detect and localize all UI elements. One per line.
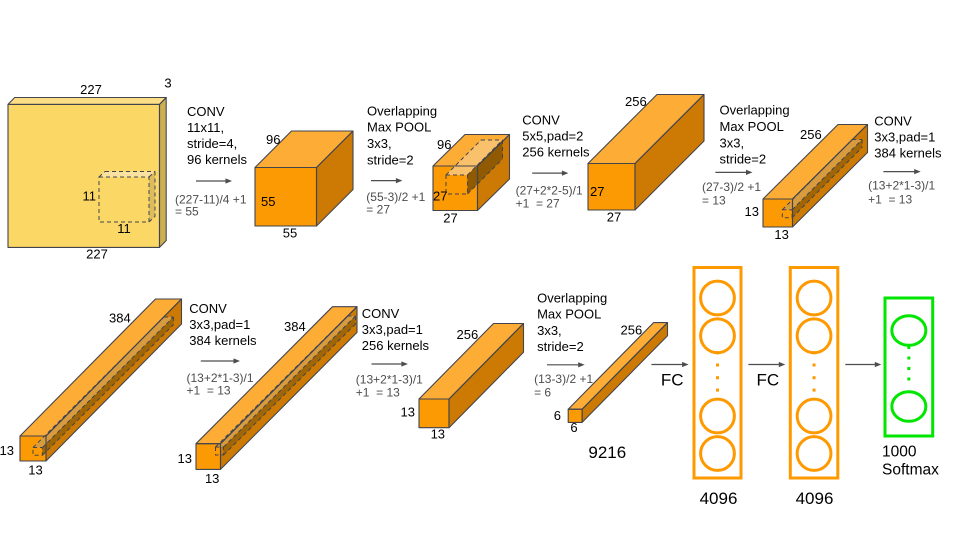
svg-text:27: 27 bbox=[433, 189, 447, 204]
svg-text:384 kernels: 384 kernels bbox=[874, 145, 942, 160]
svg-text:227: 227 bbox=[86, 247, 108, 262]
svg-text:55: 55 bbox=[283, 226, 297, 241]
svg-text:(227-11)/4 +1: (227-11)/4 +1 bbox=[175, 193, 247, 207]
svg-text:CONV: CONV bbox=[362, 306, 400, 321]
svg-text:(27-3)/2 +1: (27-3)/2 +1 bbox=[702, 180, 761, 194]
svg-text:= 6: = 6 bbox=[534, 386, 551, 400]
svg-text:6: 6 bbox=[570, 420, 577, 435]
svg-text:9216: 9216 bbox=[588, 443, 626, 462]
svg-text:stride=2: stride=2 bbox=[537, 339, 584, 354]
svg-text:(13-3)/2 +1: (13-3)/2 +1 bbox=[534, 372, 593, 386]
svg-text:= 55: = 55 bbox=[175, 205, 199, 219]
svg-text:(27+2*2-5)/1: (27+2*2-5)/1 bbox=[516, 183, 583, 197]
svg-text:13: 13 bbox=[0, 443, 14, 458]
svg-text:CONV: CONV bbox=[874, 113, 912, 128]
svg-text:256: 256 bbox=[800, 127, 822, 142]
svg-text:13: 13 bbox=[28, 462, 42, 477]
svg-text:256: 256 bbox=[457, 327, 479, 342]
svg-text:3x3,: 3x3, bbox=[720, 135, 745, 150]
svg-text:5x5,pad=2: 5x5,pad=2 bbox=[522, 128, 583, 143]
svg-text:1000: 1000 bbox=[882, 444, 917, 461]
svg-text:384 kernels: 384 kernels bbox=[189, 333, 257, 348]
svg-text:Max POOL: Max POOL bbox=[537, 307, 601, 322]
svg-text:3x3,pad=1: 3x3,pad=1 bbox=[362, 322, 423, 337]
svg-text:227: 227 bbox=[80, 82, 102, 97]
svg-text:256: 256 bbox=[625, 94, 647, 109]
svg-text:55: 55 bbox=[261, 194, 275, 209]
svg-text:256 kernels: 256 kernels bbox=[522, 144, 590, 159]
svg-text:96: 96 bbox=[266, 132, 280, 147]
svg-text:+1 = 27: +1 = 27 bbox=[516, 196, 560, 210]
svg-text:384: 384 bbox=[284, 319, 306, 334]
svg-text:4096: 4096 bbox=[700, 489, 738, 508]
svg-text:256 kernels: 256 kernels bbox=[362, 338, 430, 353]
svg-text:+1 = 13: +1 = 13 bbox=[187, 384, 231, 398]
svg-text:= 27: = 27 bbox=[366, 202, 390, 216]
svg-text:Overlapping: Overlapping bbox=[367, 103, 437, 118]
svg-text:CONV: CONV bbox=[187, 104, 225, 119]
svg-text:13: 13 bbox=[774, 227, 788, 242]
svg-text:Max POOL: Max POOL bbox=[720, 119, 784, 134]
svg-text:13: 13 bbox=[745, 204, 759, 219]
svg-text:96: 96 bbox=[437, 137, 451, 152]
svg-text:(13+2*1-3)/1: (13+2*1-3)/1 bbox=[868, 179, 935, 193]
svg-text:= 13: = 13 bbox=[702, 194, 726, 208]
svg-text:3: 3 bbox=[164, 76, 171, 91]
svg-text:13: 13 bbox=[205, 471, 219, 486]
svg-text:3x3,: 3x3, bbox=[367, 136, 392, 151]
svg-text:96 kernels: 96 kernels bbox=[187, 152, 247, 167]
svg-text:CONV: CONV bbox=[522, 112, 560, 127]
svg-text:stride=2: stride=2 bbox=[367, 152, 414, 167]
svg-text:27: 27 bbox=[590, 184, 604, 199]
svg-text:Overlapping: Overlapping bbox=[720, 103, 790, 118]
svg-text:Overlapping: Overlapping bbox=[537, 291, 607, 306]
svg-text:stride=4,: stride=4, bbox=[187, 136, 237, 151]
svg-text:CONV: CONV bbox=[189, 301, 227, 316]
svg-text:3x3,pad=1: 3x3,pad=1 bbox=[874, 129, 935, 144]
svg-text:11: 11 bbox=[117, 221, 131, 236]
svg-text:13: 13 bbox=[178, 451, 192, 466]
svg-text:stride=2: stride=2 bbox=[720, 152, 767, 167]
svg-text:6: 6 bbox=[554, 408, 561, 423]
svg-text:3x3,: 3x3, bbox=[537, 323, 562, 338]
svg-text:256: 256 bbox=[621, 323, 643, 338]
svg-text:FC: FC bbox=[757, 370, 780, 389]
svg-text:(13+2*1-3)/1: (13+2*1-3)/1 bbox=[356, 373, 423, 387]
svg-text:4096: 4096 bbox=[796, 489, 834, 508]
svg-text:FC: FC bbox=[661, 370, 684, 389]
svg-text:13: 13 bbox=[401, 405, 415, 420]
svg-text:384: 384 bbox=[109, 311, 131, 326]
svg-text:3x3,pad=1: 3x3,pad=1 bbox=[189, 317, 250, 332]
svg-text:11x11,: 11x11, bbox=[187, 120, 224, 135]
svg-text:(55-3)/2 +1: (55-3)/2 +1 bbox=[366, 190, 425, 204]
svg-text:+1 = 13: +1 = 13 bbox=[868, 192, 912, 206]
svg-text:(13+2*1-3)/1: (13+2*1-3)/1 bbox=[187, 371, 254, 385]
svg-text:+1 = 13: +1 = 13 bbox=[356, 385, 400, 399]
svg-text:27: 27 bbox=[443, 210, 457, 225]
svg-text:Softmax: Softmax bbox=[882, 462, 939, 479]
svg-text:Max POOL: Max POOL bbox=[367, 120, 431, 135]
svg-text:13: 13 bbox=[431, 426, 445, 441]
svg-text:11: 11 bbox=[83, 189, 97, 204]
svg-text:27: 27 bbox=[607, 210, 621, 225]
